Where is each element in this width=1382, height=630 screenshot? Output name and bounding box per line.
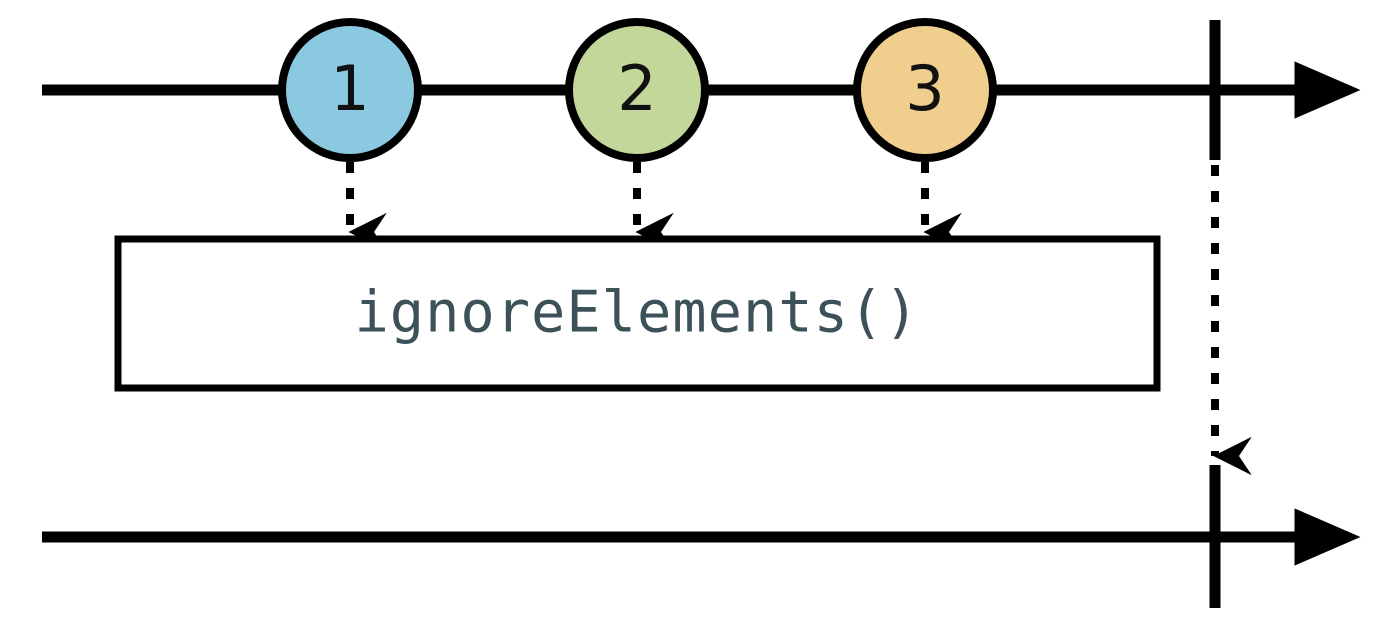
marble-2[interactable]: 2 — [565, 18, 709, 162]
marble-3-label: 3 — [905, 52, 944, 125]
marble-1-label: 1 — [330, 52, 369, 125]
operator-box[interactable]: ignoreElements() — [114, 235, 1161, 392]
marble-1-circle — [278, 18, 422, 162]
operator-box-rect — [114, 235, 1161, 392]
marble-1[interactable]: 1 — [278, 18, 422, 162]
result-timeline-group — [42, 465, 1361, 608]
marble-3[interactable]: 3 — [853, 18, 997, 162]
marble-3-circle — [853, 18, 997, 162]
operator-label: ignoreElements() — [354, 280, 919, 346]
source-marbles-group: 1 2 3 — [278, 18, 997, 162]
marble-2-label: 2 — [617, 52, 656, 125]
marble-2-circle — [565, 18, 709, 162]
marble-connectors-group — [346, 162, 962, 252]
